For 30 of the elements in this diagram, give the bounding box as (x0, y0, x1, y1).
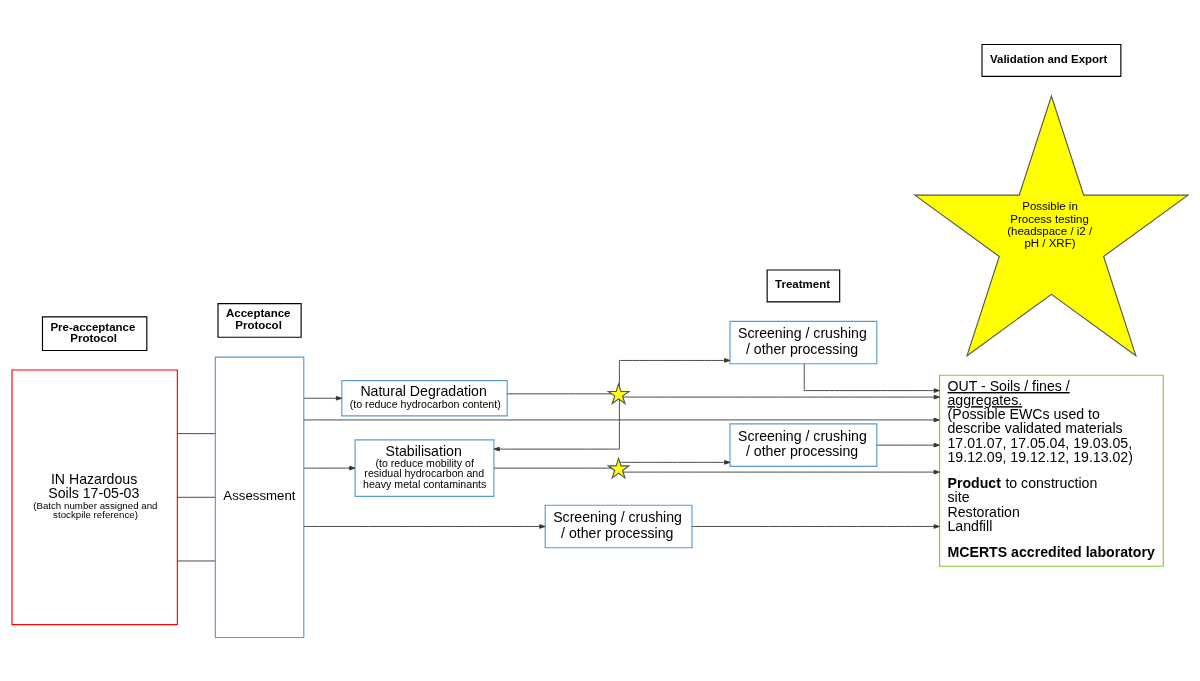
arrow (618, 357, 731, 387)
arrow (691, 523, 940, 529)
node-box: Screening / crushing / other processing (729, 422, 878, 467)
arrow (622, 469, 940, 474)
node-box: Validation and Export (981, 43, 1122, 77)
node-box: Screening / crushing / other processing (729, 320, 878, 364)
arrow (303, 523, 546, 529)
arrow (803, 363, 940, 393)
node-star (606, 456, 631, 479)
connector (493, 467, 612, 469)
arrow (493, 398, 620, 451)
connector (506, 392, 612, 394)
node-box: Treatment (766, 268, 841, 302)
node-box: Acceptance Protocol (217, 302, 302, 338)
connector (176, 496, 216, 498)
node-star (606, 381, 631, 405)
arrow (876, 442, 940, 447)
connector (176, 432, 216, 434)
arrow (619, 459, 731, 465)
node-box: Screening / crushing / other processing (544, 504, 693, 548)
arrow (622, 394, 940, 399)
arrow (303, 465, 356, 470)
node-box: Pre-acceptance Protocol (41, 315, 148, 351)
node-box: IN Hazardous Soils 17-05-03 (Batch number assigned and stockpile reference) (11, 368, 178, 625)
arrow (303, 395, 343, 401)
node-box: Stabilisation (to reduce mobility of residual hydrocarbon and heavy metal contaminants (354, 438, 495, 497)
node-box: Assessment (214, 356, 305, 638)
node-box: Natural Degradation (to reduce hydrocarbon content) (341, 379, 508, 416)
node-box: OUT - Soils / fines / aggregates. (Possible EWCs used to describe validated materials 17.01.07, 17.05.04, 19.03.05, 19.12.09, 19.12.12, 19.13.02) Product to construction site Restoration Landfill MCERTS accredited laboratory (939, 374, 1164, 567)
arrow (303, 417, 940, 422)
